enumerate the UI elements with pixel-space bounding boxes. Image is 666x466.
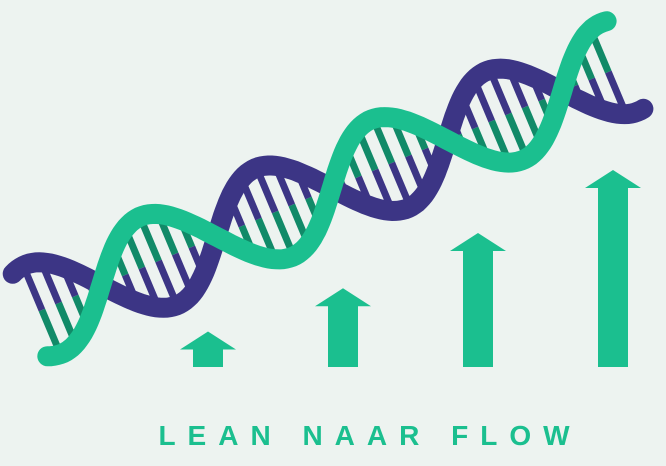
tagline: LEAN NAAR FLOW	[158, 420, 582, 451]
growth-arrows	[180, 170, 641, 367]
growth-arrow-icon	[180, 331, 236, 367]
dna-strand-green	[37, 11, 617, 367]
dna-helix	[2, 11, 654, 367]
growth-arrow-icon	[450, 233, 506, 367]
growth-arrow-icon	[315, 288, 371, 367]
growth-arrow-icon	[585, 170, 641, 367]
